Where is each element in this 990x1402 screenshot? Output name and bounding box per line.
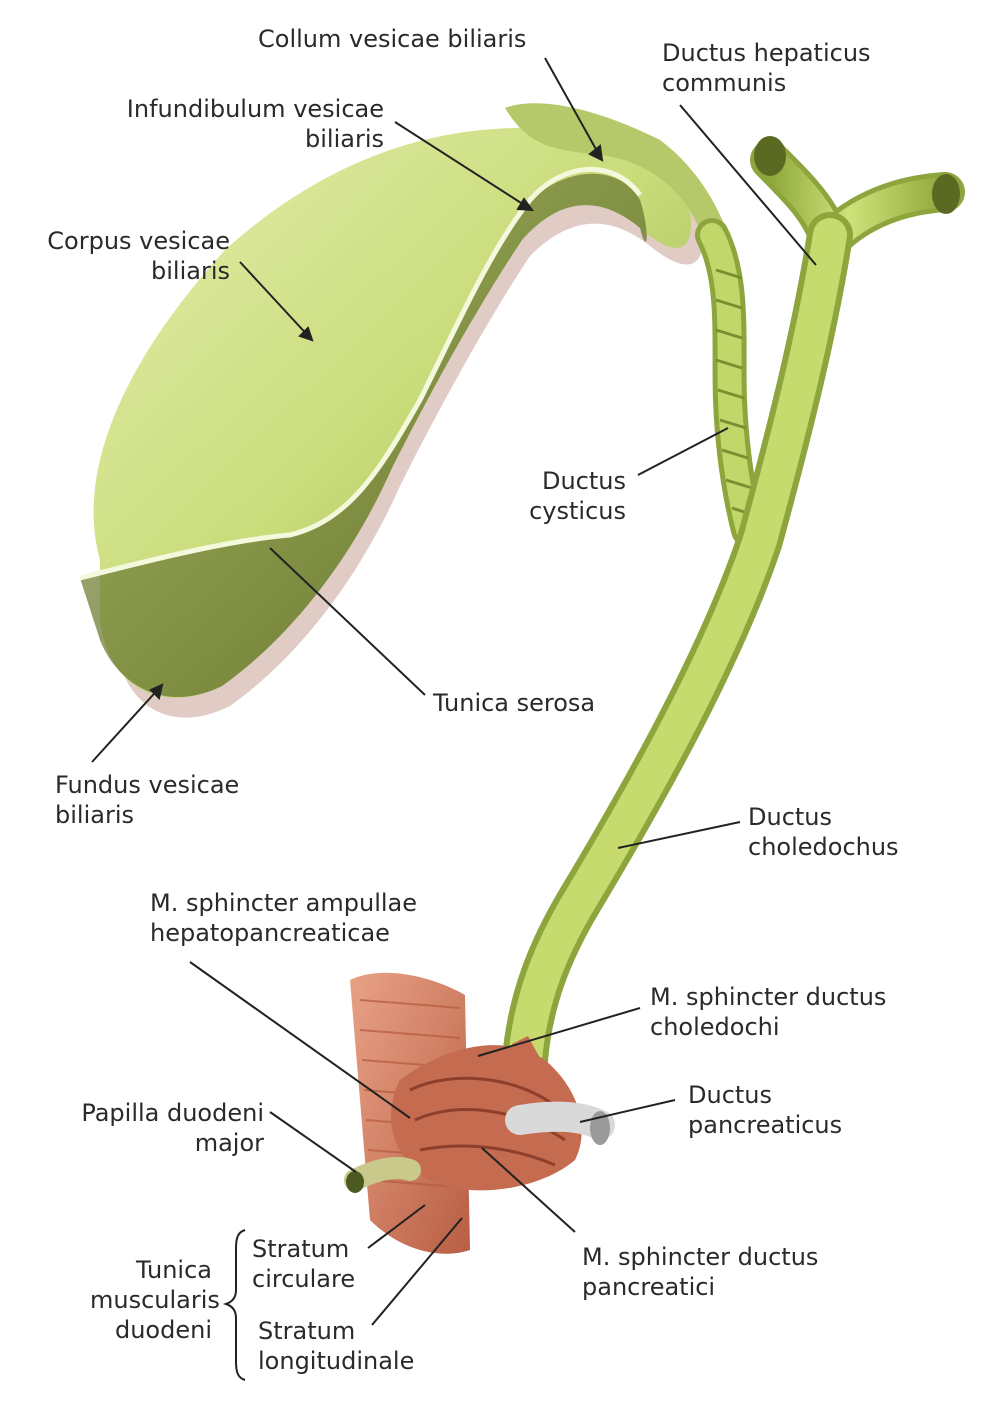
arrow-corpus — [298, 326, 314, 342]
gallbladder-neck — [505, 103, 730, 243]
leader-lines — [91, 57, 817, 1381]
label-m-sphincter-ductus-choledochi: M. sphincter ductus choledochi — [650, 983, 887, 1041]
label-ductus-pancreaticus: Ductus pancreaticus — [688, 1081, 843, 1139]
label-m-sphincter-ductus-pancreatici: M. sphincter ductus pancreatici — [582, 1243, 819, 1301]
leader-choledochus — [617, 821, 741, 849]
leader-sph-pancreatici — [481, 1147, 576, 1233]
leader-hepaticus — [679, 104, 817, 266]
arrow-collum — [588, 144, 604, 162]
leader-longitudinale — [371, 1217, 463, 1326]
arrow-fundus — [149, 683, 164, 700]
cystic-duct — [695, 218, 765, 547]
leader-collum — [544, 57, 603, 161]
label-fundus-vesicae-biliaris: Fundus vesicae biliaris — [55, 771, 240, 829]
label-ductus-cysticus: Ductus cysticus — [529, 467, 626, 525]
leader-papilla — [269, 1111, 357, 1173]
label-papilla-duodeni-major: Papilla duodeni major — [81, 1099, 264, 1157]
label-tunica-muscularis-duodeni: Tunica muscularis duodeni — [90, 1256, 220, 1344]
label-stratum-longitudinale: Stratum longitudinale — [258, 1317, 415, 1375]
label-stratum-circulare: Stratum circulare — [252, 1235, 356, 1293]
leader-fundus — [91, 684, 163, 763]
label-ductus-hepaticus-communis: Ductus hepaticus communis — [662, 39, 871, 97]
leader-corpus — [239, 261, 313, 341]
label-infundibulum-vesicae-biliaris: Infundibulum vesicae biliaris — [126, 95, 384, 153]
leader-cysticus — [637, 427, 729, 476]
brace-muscularis — [222, 1229, 246, 1381]
label-ductus-choledochus: Ductus choledochus — [748, 803, 899, 861]
leader-circulare — [367, 1204, 426, 1249]
leader-pancreaticus — [579, 1099, 676, 1123]
gallbladder — [79, 103, 730, 718]
serosa-edge — [79, 166, 643, 581]
leader-infundibulum — [394, 121, 533, 211]
common-bile-duct — [502, 212, 853, 1083]
label-m-sphincter-ampullae: M. sphincter ampullae hepatopancreaticae — [150, 889, 417, 947]
label-corpus-vesicae-biliaris: Corpus vesicae biliaris — [47, 227, 230, 285]
label-tunica-serosa: Tunica serosa — [433, 689, 596, 717]
leader-serosa — [269, 547, 426, 696]
label-collum-vesicae-biliaris: Collum vesicae biliaris — [258, 25, 527, 53]
hepatic-duct — [750, 136, 965, 278]
gallbladder-opened-interior — [80, 173, 647, 697]
leader-ampullae — [189, 961, 411, 1119]
duodenal-muscle — [344, 972, 615, 1254]
arrow-infundibulum — [516, 197, 535, 212]
leader-sph-choledochi — [477, 1007, 641, 1057]
